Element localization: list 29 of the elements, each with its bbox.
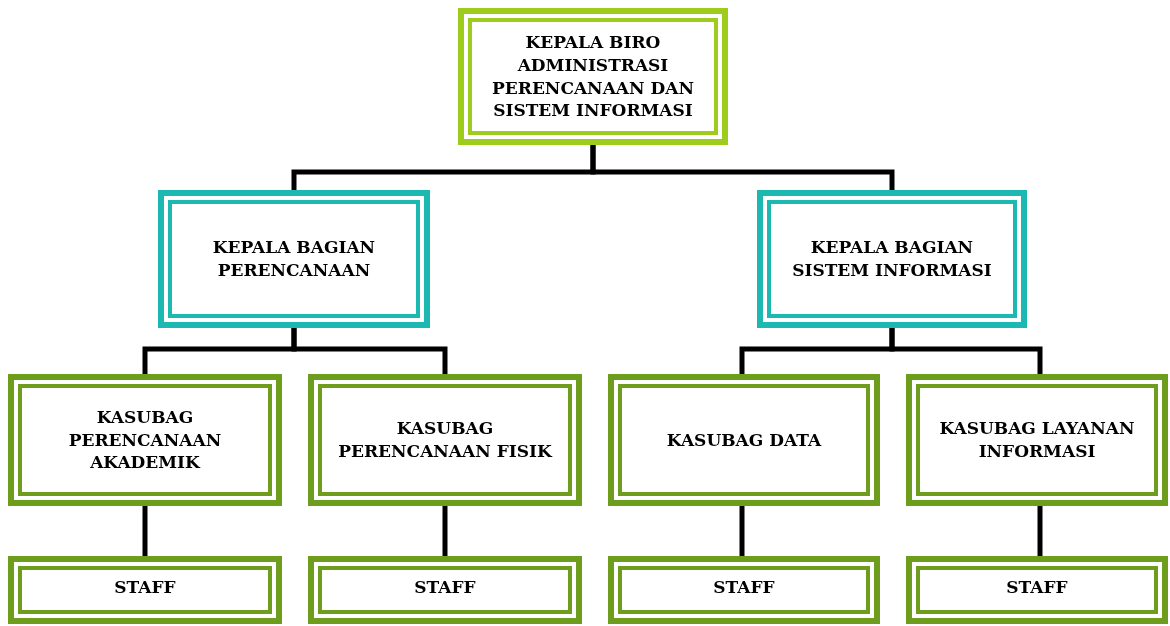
org-box [458, 8, 728, 145]
role-title: KASUBAG LAYANAN INFORMASI [938, 417, 1136, 463]
role-title: KASUBAG PERENCANAAN FISIK [337, 417, 554, 463]
connector-line [142, 506, 148, 556]
org-box [8, 556, 282, 624]
org-box [906, 374, 1168, 506]
connector-line [739, 506, 745, 556]
role-title: STAFF [713, 576, 775, 599]
org-box [308, 556, 582, 624]
role-title: KEPALA BAGIAN PERENCANAAN [211, 236, 377, 282]
connector-line [442, 506, 448, 556]
role-title: STAFF [1006, 576, 1068, 599]
org-box [308, 374, 582, 506]
role-title: KASUBAG PERENCANAAN AKADEMIK [67, 405, 223, 475]
role-title: STAFF [414, 576, 476, 599]
connector-line [1037, 506, 1043, 556]
connector-line [590, 145, 895, 190]
org-box [608, 556, 880, 624]
role-title: KEPALA BIRO ADMINISTRASI PERENCANAAN DAN SISTEM INFORMASI [491, 30, 695, 123]
org-box [8, 374, 282, 506]
org-box [158, 190, 430, 328]
role-title: KASUBAG DATA [666, 428, 822, 452]
role-title: KEPALA BAGIAN SISTEM INFORMASI [791, 236, 993, 282]
org-box [906, 556, 1168, 624]
org-box [757, 190, 1027, 328]
role-title: STAFF [114, 576, 176, 599]
connector-line [291, 328, 448, 374]
org-box [608, 374, 880, 506]
connector-line [889, 328, 1043, 374]
